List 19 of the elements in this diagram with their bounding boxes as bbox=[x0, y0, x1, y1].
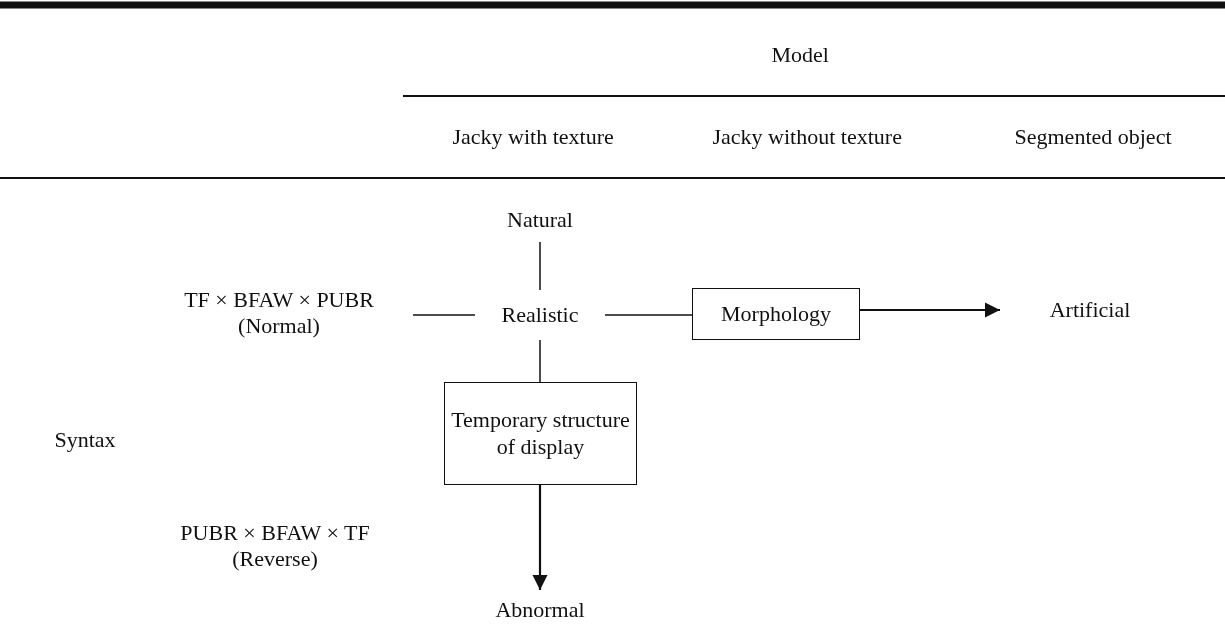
node-text: TF × BFAW × PUBR (Normal) bbox=[145, 283, 413, 343]
column-header: Jacky with texture bbox=[452, 124, 614, 151]
connector-line bbox=[539, 339, 541, 383]
node-text: Abnormal bbox=[490, 590, 590, 630]
row-header: Syntax bbox=[54, 427, 116, 454]
column-header: Model bbox=[771, 42, 829, 69]
connector-line bbox=[604, 314, 693, 316]
connector-line bbox=[412, 314, 476, 316]
process-box: Temporary structure of display bbox=[444, 382, 637, 485]
process-box: Morphology bbox=[692, 288, 860, 340]
node-text: Artificial bbox=[1000, 290, 1180, 330]
node-text: Natural bbox=[490, 198, 590, 242]
arrow bbox=[860, 302, 1000, 318]
column-header: Jacky without texture bbox=[712, 124, 902, 151]
connector-line bbox=[539, 241, 541, 291]
node-text: Realistic bbox=[475, 290, 605, 340]
arrow bbox=[532, 485, 548, 590]
column-header: Segmented object bbox=[1014, 124, 1172, 151]
formula-text: PUBR × BFAW × TF (Reverse) bbox=[179, 520, 371, 573]
